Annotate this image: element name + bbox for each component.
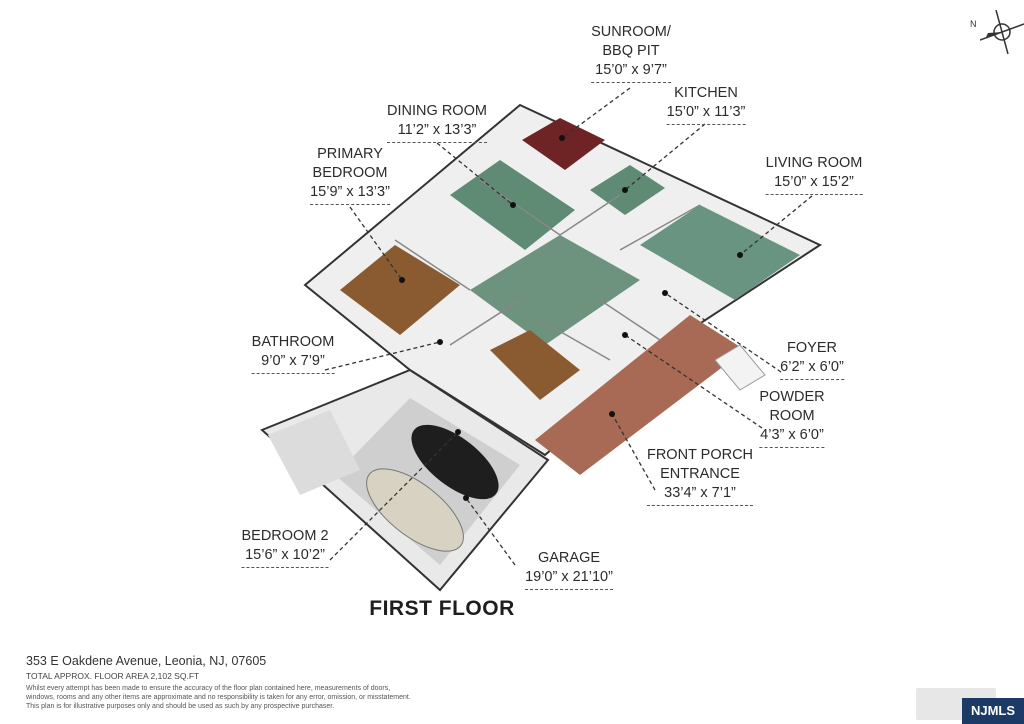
car-dark — [411, 424, 499, 500]
label-dining-dim: 11’2” x 13’3” — [387, 121, 487, 143]
total-floor-area: TOTAL APPROX. FLOOR AREA 2,102 SQ.FT — [26, 671, 200, 681]
label-living-line1: LIVING ROOM — [765, 155, 863, 171]
label-porch-line1: FRONT PORCH — [646, 447, 754, 463]
label-bedroom2-dim: 15’6” x 10’2” — [241, 546, 329, 568]
disclaimer-line-2: windows, rooms and any other items are a… — [26, 694, 411, 701]
label-garage-line1: GARAGE — [537, 550, 601, 566]
label-primary-line1: PRIMARY — [317, 146, 383, 162]
label-powder-line2: ROOM — [769, 408, 815, 424]
leader-lines — [324, 87, 813, 566]
label-porch-dim: 33’4” x 7’1” — [646, 484, 754, 506]
label-living-room: LIVING ROOM 15’0” x 15’2” — [765, 154, 863, 195]
label-bathroom: BATHROOM 9’0” x 7’9” — [251, 333, 335, 374]
primary-bedroom-floor — [340, 245, 460, 335]
label-sunroom: SUNROOM/ BBQ PIT 15’0” x 9’7” — [591, 23, 671, 83]
label-kitchen-line1: KITCHEN — [674, 85, 738, 101]
disclaimer-line-1: Whilst every attempt has been made to en… — [26, 685, 391, 692]
label-sunroom-line1: SUNROOM/ — [591, 24, 671, 40]
label-primary-bedroom: PRIMARY BEDROOM 15’9” x 13’3” — [310, 145, 390, 205]
garage-floor — [335, 398, 520, 565]
middle-bedroom-floor — [490, 330, 580, 400]
front-stairs — [714, 344, 766, 391]
label-garage: GARAGE 19’0” x 21’10” — [525, 549, 613, 590]
label-dining: DINING ROOM 11’2” x 13’3” — [387, 102, 487, 143]
label-garage-dim: 19’0” x 21’10” — [525, 568, 613, 590]
label-sunroom-dim: 15’0” x 9’7” — [591, 61, 671, 83]
living-floor — [640, 205, 800, 300]
room-markers — [399, 135, 743, 501]
label-sunroom-line2: BBQ PIT — [602, 43, 660, 59]
label-powder-line1: POWDER — [759, 389, 825, 405]
hall-floor — [470, 235, 640, 345]
label-bathroom-line1: BATHROOM — [251, 334, 335, 350]
house-model — [260, 103, 823, 592]
label-foyer: FOYER 6’2” x 6’0” — [780, 339, 844, 380]
label-foyer-line1: FOYER — [787, 340, 837, 356]
property-address: 353 E Oakdene Avenue, Leonia, NJ, 07605 — [26, 654, 267, 668]
njmls-badge: NJMLS — [962, 698, 1024, 724]
porch-floor — [535, 315, 745, 475]
car-silver — [366, 468, 464, 552]
label-bedroom2-line1: BEDROOM 2 — [241, 528, 329, 544]
label-living-dim: 15’0” x 15’2” — [765, 173, 863, 195]
label-bedroom-2: BEDROOM 2 15’6” x 10’2” — [241, 527, 329, 568]
label-dining-line1: DINING ROOM — [387, 103, 487, 119]
label-kitchen-dim: 15’0” x 11’3” — [666, 103, 746, 125]
label-porch-line2: ENTRANCE — [660, 466, 740, 482]
disclaimer-line-3: This plan is for illustrative purposes o… — [26, 703, 335, 710]
footer: 353 E Oakdene Avenue, Leonia, NJ, 07605 … — [26, 654, 546, 711]
label-bathroom-dim: 9’0” x 7’9” — [251, 352, 335, 374]
label-front-porch: FRONT PORCH ENTRANCE 33’4” x 7’1” — [646, 446, 754, 506]
compass-north-label: N — [970, 19, 977, 29]
label-primary-line2: BEDROOM — [312, 165, 388, 181]
label-primary-dim: 15’9” x 13’3” — [310, 183, 390, 205]
sunroom-floor — [522, 118, 605, 170]
label-foyer-dim: 6’2” x 6’0” — [780, 358, 844, 380]
label-powder-room: POWDER ROOM 4’3” x 6’0” — [759, 388, 825, 448]
compass-icon — [980, 10, 1024, 54]
label-powder-dim: 4’3” x 6’0” — [759, 426, 825, 448]
floor-title: FIRST FLOOR — [369, 597, 515, 620]
bedroom2-floor — [268, 410, 360, 495]
label-kitchen: KITCHEN 15’0” x 11’3” — [666, 84, 746, 125]
